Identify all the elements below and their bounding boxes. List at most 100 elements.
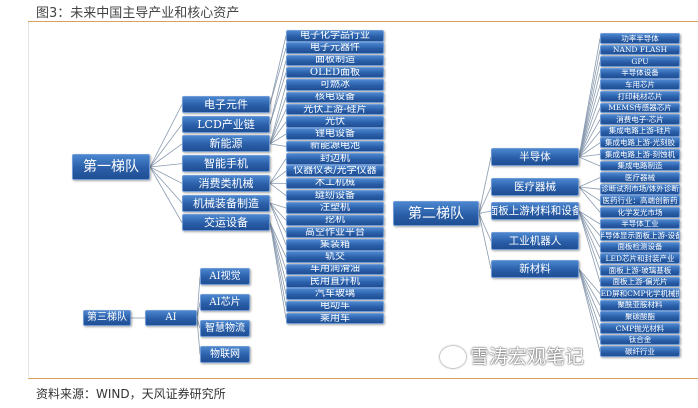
- source-note: 资料来源：WIND，天风证券研究所: [36, 387, 226, 401]
- industry-item: 面板制造: [286, 54, 384, 67]
- industry-item: OLED面板: [286, 66, 384, 79]
- connector-line: [578, 186, 601, 213]
- connector-line: [269, 202, 287, 245]
- connector-line: [269, 222, 287, 270]
- connector-line: [578, 210, 601, 283]
- industry-item: 集成电路上游-光刻胶: [600, 137, 680, 149]
- footer-divider: [28, 378, 698, 379]
- industry-item: 可燃冰: [286, 79, 384, 91]
- industry-item: 注塑机: [286, 202, 384, 214]
- connector-line: [269, 182, 287, 196]
- ai-category: 智慧物流: [200, 320, 250, 337]
- connector-line: [578, 268, 601, 329]
- connector-line: [578, 107, 601, 158]
- connector-line: [578, 154, 601, 158]
- tier1-category: LCD产业链: [182, 115, 270, 133]
- connector-line: [578, 210, 601, 259]
- industry-item: 缝纫设备: [286, 189, 384, 202]
- industry-item: 光伏上游-硅片: [286, 103, 384, 116]
- industry-item: 化学发光市场: [600, 207, 680, 218]
- tier1-category: 机械装备制造: [182, 194, 270, 212]
- title-divider: [28, 21, 698, 22]
- connector-line: [196, 317, 201, 355]
- connector-line: [269, 109, 287, 145]
- watermark: 雪涛宏观笔记: [440, 346, 584, 368]
- tier2-category: 新材料: [491, 260, 579, 278]
- industry-item: MEMS传感器芯片: [600, 102, 680, 114]
- industry-item: 民用直升机: [286, 276, 384, 288]
- figure-title: 图3：未来中国主导产业和核心资产: [36, 6, 240, 21]
- industry-item: 半导体显示面板上游-设备: [600, 230, 680, 241]
- industry-item: 集装箱: [286, 239, 384, 251]
- connector-line: [578, 73, 601, 158]
- industry-item: 电动车: [286, 300, 384, 313]
- connector-line: [196, 276, 201, 319]
- connector-line: [196, 302, 201, 319]
- industry-item: 车用芯片: [600, 79, 680, 91]
- connector-line: [269, 202, 287, 221]
- connector-line: [478, 213, 492, 242]
- connector-line: [269, 72, 287, 125]
- tier1-node: 第一梯队: [72, 154, 150, 180]
- connector-line: [578, 268, 601, 317]
- industry-item: 半导体工业: [600, 218, 680, 230]
- connector-line: [478, 186, 492, 214]
- industry-item: 新能源电池: [286, 140, 384, 153]
- connector-line: [149, 166, 183, 184]
- connector-line: [269, 222, 287, 258]
- industry-item: 钛合金: [600, 334, 680, 346]
- ai-node: AI: [145, 310, 197, 326]
- industry-item: 封边机: [286, 153, 384, 165]
- connector-line: [578, 210, 601, 225]
- industry-item: GPU: [600, 56, 680, 67]
- connector-line: [578, 49, 601, 158]
- tier2-node: 第二梯队: [393, 201, 479, 226]
- connector-line: [149, 166, 183, 204]
- connector-line: [269, 158, 287, 184]
- industry-item: 诊断试剂市场/体外诊断: [600, 183, 680, 195]
- connector-line: [269, 133, 287, 145]
- connector-line: [578, 84, 601, 158]
- industry-item: 电子元器件: [286, 42, 384, 54]
- industry-item: 高空作业平台: [286, 226, 384, 239]
- connector-line: [578, 268, 601, 352]
- connector-line: [269, 121, 287, 145]
- connector-line: [578, 210, 601, 248]
- connector-line: [269, 202, 287, 233]
- industry-item: 轨交: [286, 251, 384, 263]
- connector-line: [578, 177, 601, 188]
- connector-line: [269, 97, 287, 145]
- connector-line: [578, 268, 601, 341]
- industry-item: 集成电路制造: [600, 160, 680, 172]
- industry-item: 集成电路上游-硅片: [600, 125, 680, 137]
- connector-line: [269, 47, 287, 105]
- industry-item: 功率半导体: [600, 33, 680, 44]
- industry-item: 医药行业：高端创新药: [600, 195, 680, 207]
- connector-line: [478, 156, 492, 214]
- ai-category: AI芯片: [200, 294, 250, 311]
- connector-line: [269, 60, 287, 125]
- connector-line: [269, 35, 287, 105]
- industry-item: 碳纤行业: [600, 346, 680, 357]
- industry-item: 医疗器械: [600, 172, 680, 183]
- connector-line: [269, 222, 287, 319]
- connector-line: [578, 61, 601, 158]
- industry-item: 仪器仪表/光学仪器: [286, 165, 384, 177]
- connector-line: [578, 186, 601, 190]
- figure-frame: [28, 22, 698, 377]
- connector-line: [578, 186, 601, 202]
- connector-line: [478, 210, 492, 214]
- connector-line: [578, 142, 601, 158]
- connector-line: [149, 143, 183, 168]
- tier3-node: 第三梯队: [83, 310, 131, 326]
- connector-line: [269, 170, 287, 184]
- industry-item: CMP抛光材料: [600, 323, 680, 334]
- tier1-category: 智能手机: [182, 155, 270, 173]
- connector-line: [269, 84, 287, 145]
- industry-item: 乘用车: [286, 312, 384, 325]
- connector-line: [578, 130, 601, 158]
- industry-item: 锂电设备: [286, 128, 384, 140]
- industry-item: 聚碳酸酯: [600, 311, 680, 323]
